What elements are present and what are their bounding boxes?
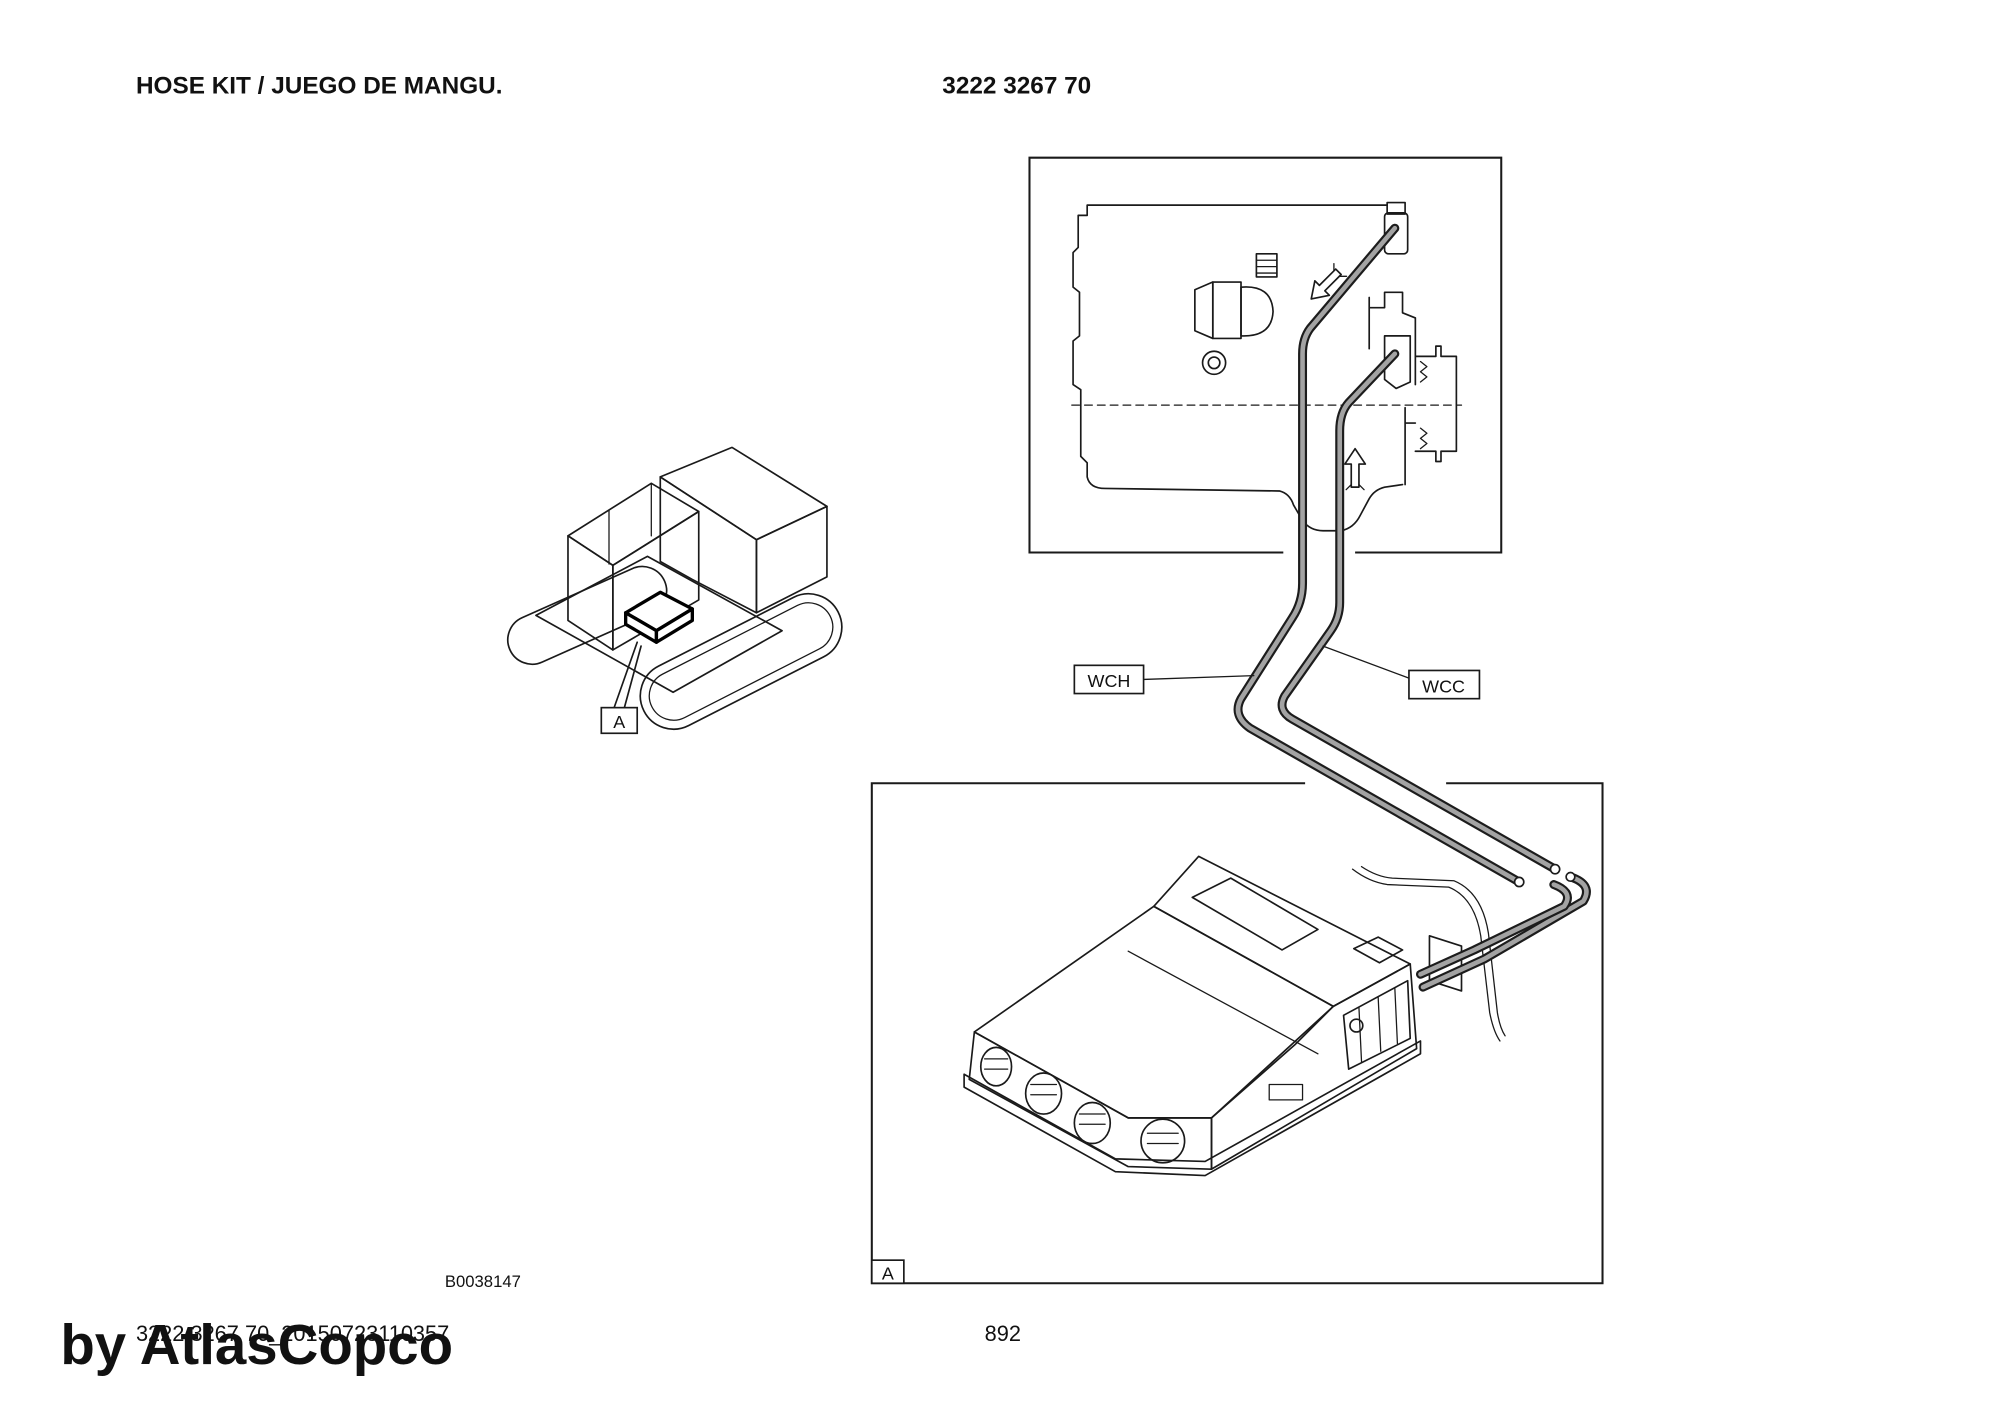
heater-location-marker bbox=[624, 590, 694, 644]
engine-drawing bbox=[1071, 201, 1463, 532]
heater-hose-pair bbox=[1415, 871, 1591, 992]
air-vent bbox=[1024, 1072, 1063, 1115]
heater-unit bbox=[963, 855, 1422, 1177]
air-vent bbox=[1140, 1118, 1186, 1164]
hose-end-cap bbox=[1513, 876, 1525, 888]
wch-leader-line bbox=[1142, 674, 1255, 681]
flow-direction-arrow-in-icon bbox=[1344, 447, 1367, 491]
watermark-text: by AtlasCopco bbox=[60, 1313, 453, 1376]
hose-end-cap bbox=[1565, 871, 1576, 883]
heater-coolant-port bbox=[1349, 1018, 1364, 1033]
page-title: HOSE KIT / JUEGO DE MANGU. bbox=[136, 73, 503, 100]
detail-reference-label-box bbox=[600, 706, 639, 735]
front-track bbox=[639, 592, 843, 730]
footer-document-code: 3222 3267 70_20150723110357 bbox=[136, 1321, 449, 1346]
heater-detail-frame bbox=[870, 782, 1604, 1285]
excavator-overview-drawing bbox=[506, 446, 843, 730]
heater-top-opening bbox=[1191, 877, 1319, 951]
heater-side-opening bbox=[1342, 979, 1412, 1070]
air-vent bbox=[1073, 1101, 1112, 1145]
footer-page-number: 892 bbox=[985, 1321, 1021, 1346]
upper-deck bbox=[535, 555, 783, 694]
heater-data-label bbox=[1268, 1083, 1304, 1101]
flow-direction-arrow-out-icon bbox=[1310, 262, 1348, 300]
turbo-cap bbox=[1255, 252, 1278, 278]
wch-callout-label: WCH bbox=[1088, 671, 1131, 691]
turbocharger bbox=[1194, 252, 1278, 376]
house-front-face bbox=[659, 476, 758, 614]
heater-air-vents bbox=[979, 1046, 1186, 1164]
detail-reference-leader bbox=[613, 641, 642, 709]
air-vent-louvers bbox=[983, 1058, 1179, 1145]
heater-side-frame bbox=[1358, 987, 1399, 1063]
turbo-cap-ribs bbox=[1255, 259, 1278, 274]
detail-view-label: A bbox=[882, 1263, 894, 1283]
wcc-leader-line bbox=[1322, 645, 1410, 679]
wiring-harness bbox=[1351, 865, 1506, 1042]
hose-end-cap bbox=[1549, 863, 1561, 875]
wcc-callout-label: WCC bbox=[1422, 676, 1465, 696]
heater-base-tray bbox=[963, 1040, 1422, 1177]
heater-side-face bbox=[1210, 963, 1418, 1170]
outlet-fitting-cap bbox=[1386, 201, 1406, 215]
engine-block-outline bbox=[1072, 204, 1404, 532]
hose-wch bbox=[1233, 223, 1525, 888]
engine-bracket bbox=[1368, 291, 1417, 486]
detail-reference-label: A bbox=[613, 712, 625, 732]
engine-detail-frame bbox=[1028, 156, 1503, 554]
wch-callout-box bbox=[1073, 664, 1145, 695]
cab-edges bbox=[608, 482, 652, 565]
wcc-callout-box bbox=[1408, 669, 1481, 700]
hose-wcc bbox=[1277, 349, 1561, 875]
hose-fittings bbox=[1383, 201, 1412, 390]
heater-top-crease bbox=[1127, 950, 1319, 1055]
flywheel-housing bbox=[1414, 345, 1458, 463]
return-fitting bbox=[1383, 335, 1412, 390]
figure-code: B0038147 bbox=[445, 1272, 521, 1291]
detail-view-label-box bbox=[870, 1259, 905, 1285]
heater-label-plate bbox=[1352, 936, 1404, 964]
oil-filler-ring bbox=[1201, 350, 1227, 376]
turbo-housing bbox=[1240, 286, 1274, 337]
cab-front-face bbox=[612, 510, 700, 651]
air-vent bbox=[979, 1046, 1013, 1087]
outlet-fitting bbox=[1383, 211, 1409, 255]
flywheel-serrations bbox=[1419, 360, 1428, 450]
oil-filler-cap bbox=[1207, 356, 1221, 370]
part-number: 3222 3267 70 bbox=[942, 73, 1091, 100]
